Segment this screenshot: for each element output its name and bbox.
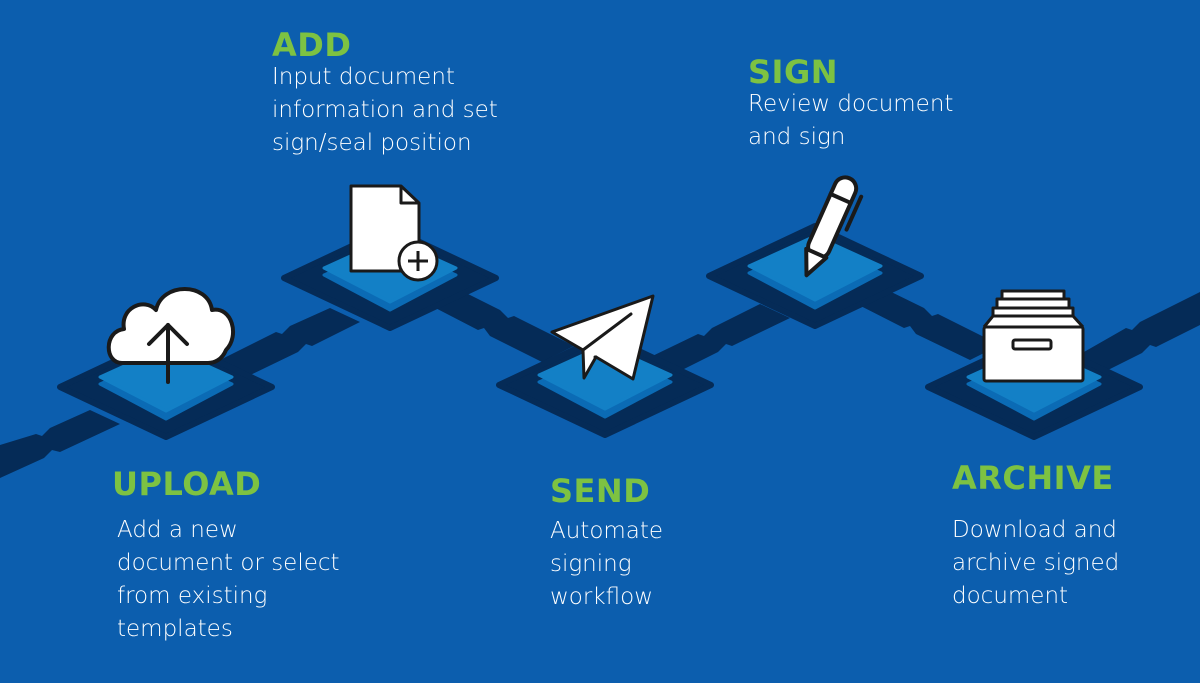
step-upload: UPLOAD Add a new document or select from… <box>112 466 340 646</box>
step-send-title: SEND <box>550 472 651 510</box>
track-segment-upload-add <box>210 308 360 380</box>
step-archive-description: Download and archive signed document <box>952 517 1120 609</box>
step-send: SEND Automate signing workflow <box>550 473 663 614</box>
track-segment-end <box>1070 292 1200 374</box>
step-sign-description: Review document and sign <box>748 91 954 150</box>
step-send-description: Automate signing workflow <box>550 518 664 610</box>
track-segment-start <box>0 410 120 478</box>
step-sign: SIGN Review document and sign <box>748 54 953 154</box>
node-sign <box>706 223 924 329</box>
step-add-title: ADD <box>272 26 352 64</box>
step-archive-title: ARCHIVE <box>952 459 1114 497</box>
step-sign-title: SIGN <box>748 53 838 91</box>
step-add-description: Input document information and set sign/… <box>272 64 498 156</box>
track-segment-sign-archive <box>845 284 1000 360</box>
archive-box-icon <box>982 289 1085 383</box>
step-upload-description: Add a new document or select from existi… <box>117 517 340 642</box>
step-upload-title: UPLOAD <box>112 465 262 503</box>
pen-icon <box>804 175 864 278</box>
track-path <box>0 284 1200 478</box>
track-segment-add-send <box>420 286 574 362</box>
track-segment-send-sign <box>640 304 790 376</box>
cloud-upload-icon <box>106 287 236 384</box>
step-archive: ARCHIVE Download and archive signed docu… <box>952 460 1119 613</box>
step-add: ADD Input document information and set s… <box>272 27 498 160</box>
document-add-icon <box>349 184 439 282</box>
paper-plane-icon <box>550 294 655 381</box>
